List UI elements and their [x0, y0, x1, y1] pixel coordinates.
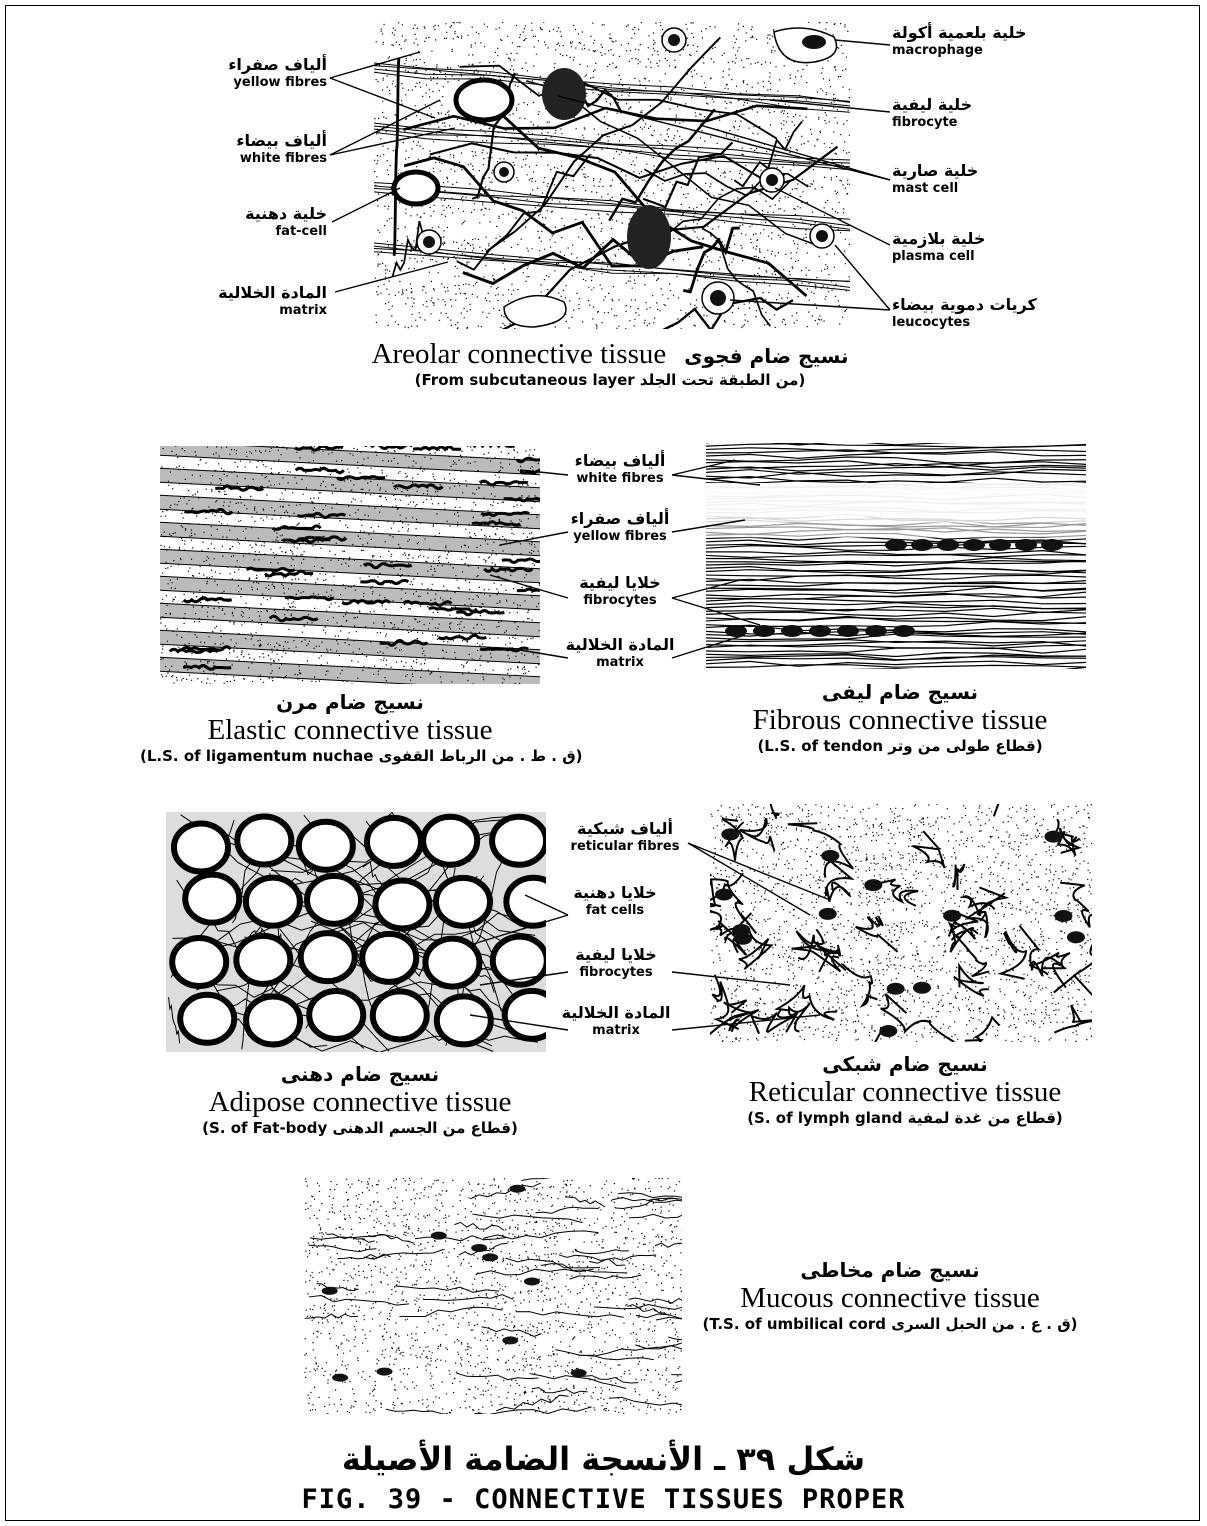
label-mid-yellow-fibres: ألياف صفراء yellow fibres	[560, 510, 680, 546]
label-mast-cell: خلية صارية mast cell	[892, 162, 1022, 198]
label-fat-cells: خلايا دهنية fat cells	[560, 884, 670, 920]
elastic-title: نسيج ضام مرن Elastic connective tissue (…	[140, 690, 560, 765]
mucous-subtitle: (T.S. of umbilical cord ق . ع . من الحبل…	[680, 1315, 1100, 1333]
label-fibrocyte: خلية ليفية fibrocyte	[892, 96, 1022, 132]
elastic-title-en: Elastic connective tissue	[140, 714, 560, 747]
figure-caption-ar: شكل ٣٩ ـ الأنسجة الضامة الأصيلة	[0, 1440, 1207, 1478]
label-low-fibrocytes: خلايا ليفية fibrocytes	[560, 946, 672, 982]
adipose-title-ar: نسيج ضام دهنى	[160, 1062, 560, 1086]
adipose-title-en: Adipose connective tissue	[160, 1086, 560, 1119]
reticular-tissue-illustration	[710, 804, 1092, 1042]
label-mid-matrix: المادة الخلالية matrix	[560, 636, 680, 672]
label-mid-fibrocytes: خلايا ليفية fibrocytes	[560, 574, 680, 610]
mucous-tissue-illustration	[304, 1178, 682, 1414]
adipose-title: نسيج ضام دهنى Adipose connective tissue …	[160, 1062, 560, 1137]
elastic-subtitle: (L.S. of ligamentum nuchae ق . ط . من ال…	[140, 747, 560, 765]
label-fat-cell: خلية دهنية fat-cell	[205, 205, 327, 241]
label-plasma-cell: خلية بلازمية plasma cell	[892, 230, 1022, 266]
areolar-title-ar: نسيج ضام فجوى	[684, 344, 848, 368]
reticular-title-en: Reticular connective tissue	[700, 1076, 1110, 1109]
mucous-title-en: Mucous connective tissue	[680, 1282, 1100, 1315]
label-white-fibres: ألياف بيضاء white fibres	[205, 132, 327, 168]
areolar-tissue-illustration	[374, 22, 850, 329]
label-macrophage: خلية بلعمية أكولة macrophage	[892, 24, 1042, 60]
elastic-title-ar: نسيج ضام مرن	[140, 690, 560, 714]
fibrous-title-ar: نسيج ضام ليفى	[690, 680, 1110, 704]
label-mid-white-fibres: ألياف بيضاء white fibres	[560, 452, 680, 488]
fibrous-title-en: Fibrous connective tissue	[690, 704, 1110, 737]
fibrous-title: نسيج ضام ليفى Fibrous connective tissue …	[690, 680, 1110, 755]
areolar-subtitle: (From subcutaneous layer من الطبقة تحت ا…	[330, 371, 890, 389]
adipose-tissue-illustration	[166, 812, 546, 1052]
mucous-title: نسيج ضام مخاطى Mucous connective tissue …	[680, 1258, 1100, 1333]
areolar-title: Areolar connective tissue نسيج ضام فجوى …	[330, 338, 890, 389]
label-yellow-fibres: ألياف صفراء yellow fibres	[205, 56, 327, 92]
label-matrix: المادة الخلالية matrix	[205, 284, 327, 320]
areolar-title-en: Areolar connective tissue	[372, 338, 667, 371]
reticular-subtitle: (S. of lymph gland قطاع من غدة لمفية)	[700, 1109, 1110, 1127]
mucous-title-ar: نسيج ضام مخاطى	[680, 1258, 1100, 1282]
label-leucocytes: كريات دموية بيضاء leucocytes	[892, 296, 1052, 332]
reticular-title: نسيج ضام شبكى Reticular connective tissu…	[700, 1052, 1110, 1127]
label-low-matrix: المادة الخلالية matrix	[560, 1004, 672, 1040]
fibrous-subtitle: (L.S. of tendon قطاع طولى من وتر)	[690, 737, 1110, 755]
figure-caption-en: FIG. 39 - CONNECTIVE TISSUES PROPER	[0, 1484, 1207, 1515]
adipose-subtitle: (S. of Fat-body قطاع من الجسم الدهنى)	[160, 1119, 560, 1137]
label-reticular-fibres: ألياف شبكية reticular fibres	[560, 820, 690, 856]
reticular-title-ar: نسيج ضام شبكى	[700, 1052, 1110, 1076]
elastic-tissue-illustration	[160, 446, 540, 684]
fibrous-tissue-illustration	[706, 443, 1086, 669]
